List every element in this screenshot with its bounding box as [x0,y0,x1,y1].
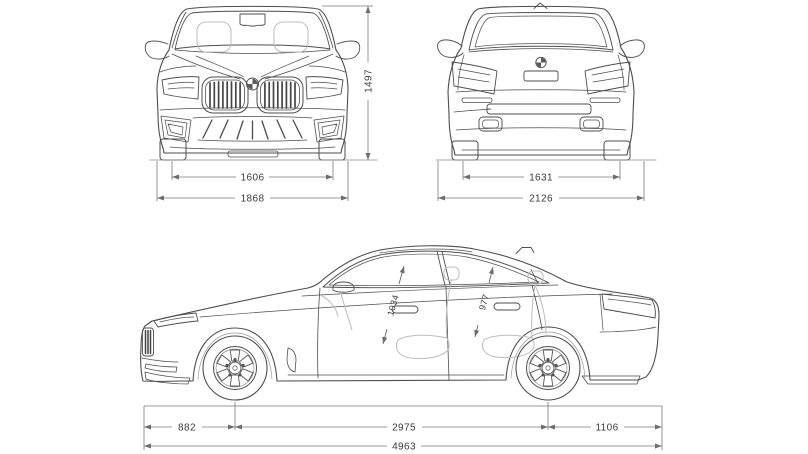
dim-rear-headroom: 977 [474,266,494,338]
exhaust-right [579,116,604,132]
exhaust-left [478,116,503,132]
front-door-edge [317,287,321,379]
dim-rear-overall-width-label: 2126 [529,194,553,205]
front-cowl-line [174,49,331,54]
dim-rear-track: 1631 [463,173,620,184]
shoulder-character-line [199,293,613,318]
front-bumper-details [159,107,346,158]
rear-diffuser [581,375,641,385]
parcel-shelf-line [468,48,614,53]
rear-view-drawing [435,2,657,161]
rear-bumper-step [486,103,592,115]
trunk-crease-left [457,54,465,91]
front-headlight-left [161,76,200,100]
front-door-rear-edge [445,286,450,381]
front-headlight-right [305,76,344,100]
dim-overall-length: 4963 [144,442,662,453]
dim-height-label: 1497 [364,69,375,93]
front-a-pillar-left [171,11,187,49]
front-wheel-left [159,138,187,161]
beltline-trim [301,284,559,297]
front-view-drawing [144,5,378,161]
side-front-bumper [141,357,191,385]
antenna-fin-side [515,247,535,254]
dim-rear-overall-width: 2126 [438,194,644,205]
dim-wheelbase: 2975 [235,423,548,434]
c-pillar-divider [530,269,539,284]
rear-reflector-right [589,97,621,103]
rear-extension-lines [437,161,645,201]
kidney-grille-left [201,76,249,114]
dim-overall-length-label: 4963 [392,442,416,453]
front-fender-line-right [308,65,346,73]
side-front-wheel [202,335,268,401]
dim-front-overall-width: 1868 [157,194,348,205]
side-mirror [332,281,355,293]
taillight-right [584,61,631,95]
interior-seats [321,266,547,360]
front-rearview-mirror [239,13,266,27]
front-windshield [174,10,331,50]
bmw-roundel-icon [246,77,259,91]
side-grille [142,327,154,357]
front-hood-line-inner-left [195,55,245,78]
trunk-shutline [599,293,604,331]
dim-wheelbase-label: 2975 [392,423,416,434]
side-rear-wheel [515,335,581,401]
rear-wheel-right [603,140,631,161]
rear-reflector-left [461,97,493,103]
rear-bumper-crease-side [599,326,657,333]
side-headlight [153,312,199,328]
dim-front-headroom: 1034 [382,265,405,345]
front-fender-line-left [159,65,197,73]
trunk-crease-right [617,54,625,91]
taillight-left [451,61,498,95]
antenna-fin [533,2,548,9]
dimension-annotations: 1606 1868 1497 1631 2126 [143,5,663,453]
dim-front-overall-width-label: 1868 [241,194,265,205]
door-handle-front [391,305,419,314]
rear-bumper-crease [453,108,627,131]
dim-rear-track-label: 1631 [529,173,553,184]
side-view-drawing [140,245,660,401]
dim-front-track: 1606 [172,173,333,184]
front-side-mirror-right [335,40,361,60]
bmw-roundel-rear-icon [535,56,547,69]
rear-door-rear-edge [531,284,543,331]
dim-front-track-label: 1606 [241,173,265,184]
dim-rear-overhang-label: 1106 [595,423,618,434]
side-window-outline [322,250,550,289]
front-wheel-arch-lip [197,332,273,380]
rear-window [468,12,614,51]
roof-inner-line [379,248,473,254]
license-plate-recess [523,70,559,82]
rear-wheel-arch-lip [510,331,586,379]
side-taillight [601,293,656,319]
front-side-mirror-left [144,40,170,60]
dim-front-overhang: 882 [144,423,235,434]
rear-mirror-right [618,39,645,58]
front-a-pillar-right [318,11,334,49]
dim-rear-overhang: 1106 [548,423,662,434]
front-headrest-left [196,21,232,53]
dim-front-overhang-label: 882 [178,423,196,434]
door-handle-rear [493,302,521,311]
dim-rear-headroom-label: 977 [477,293,491,311]
trunk-bottom-line [455,89,627,93]
fender-vent [286,347,297,373]
rear-window-inner [474,15,608,48]
front-wheel-right [318,138,346,161]
front-extension-lines [156,161,349,201]
side-body-outline [140,245,660,382]
front-headrest-right [273,21,309,53]
kidney-grille-right [256,76,304,114]
rear-wheel-left [451,140,479,161]
side-window-glass-line [328,253,540,286]
rear-mirror-left [437,39,464,58]
front-hood-line-inner-right [260,55,310,78]
dim-height: 1497 [322,5,375,160]
